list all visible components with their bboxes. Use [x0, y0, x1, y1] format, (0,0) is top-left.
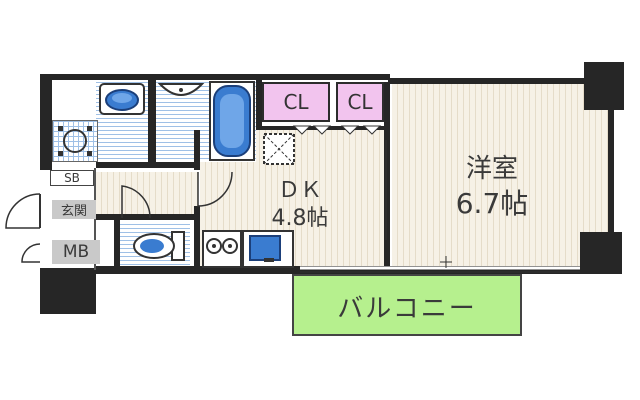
wall-room-divider — [384, 82, 390, 268]
closet-2-label: CL — [347, 90, 373, 114]
wall-dk-left — [194, 130, 200, 170]
washbasin-icon — [99, 83, 145, 115]
column-bottom-right — [580, 232, 622, 274]
closet-1-label: CL — [283, 90, 309, 114]
balcony-label: バルコニー — [337, 294, 477, 324]
washing-machine-icon — [58, 126, 92, 156]
bathtub-icon — [209, 81, 255, 161]
meter-box-label: MB — [52, 240, 100, 264]
dk-room-size: 4.8帖 — [271, 206, 329, 231]
wall-top-right — [388, 78, 588, 84]
balcony: バルコニー — [292, 274, 522, 336]
toilet-icon — [133, 231, 185, 261]
western-room — [392, 82, 610, 268]
wall-toilet-left — [114, 216, 120, 268]
closet-doors — [292, 125, 382, 135]
shoe-box-label: SB — [50, 170, 94, 186]
wall-left-lower — [40, 268, 96, 314]
closet-2: CL — [336, 82, 384, 122]
stove-icon — [202, 230, 242, 268]
wall-entrance-left — [52, 168, 96, 270]
wall-dk-left-lower — [194, 206, 200, 268]
entrance-label: 玄関 — [52, 200, 96, 219]
wall-left-block — [40, 74, 52, 170]
wall-bath-right — [256, 74, 262, 130]
wall-top — [40, 74, 390, 80]
column-top-right — [584, 62, 624, 110]
hallway — [96, 172, 198, 216]
wall-hall-bottom — [96, 214, 200, 220]
western-room-name: 洋室 — [465, 154, 518, 184]
kitchen-sink-icon — [242, 230, 294, 268]
closet-1: CL — [262, 82, 330, 122]
western-room-size: 6.7帖 — [455, 187, 529, 220]
bath-sink-icon — [157, 83, 205, 96]
fridge-space-icon — [263, 133, 295, 165]
dk-room-name: ＤＫ — [277, 178, 322, 203]
wall-right — [608, 108, 614, 234]
wall-bath-divider — [148, 74, 156, 164]
wall-bath-bottom — [96, 162, 198, 168]
wall-bottom — [96, 266, 606, 274]
